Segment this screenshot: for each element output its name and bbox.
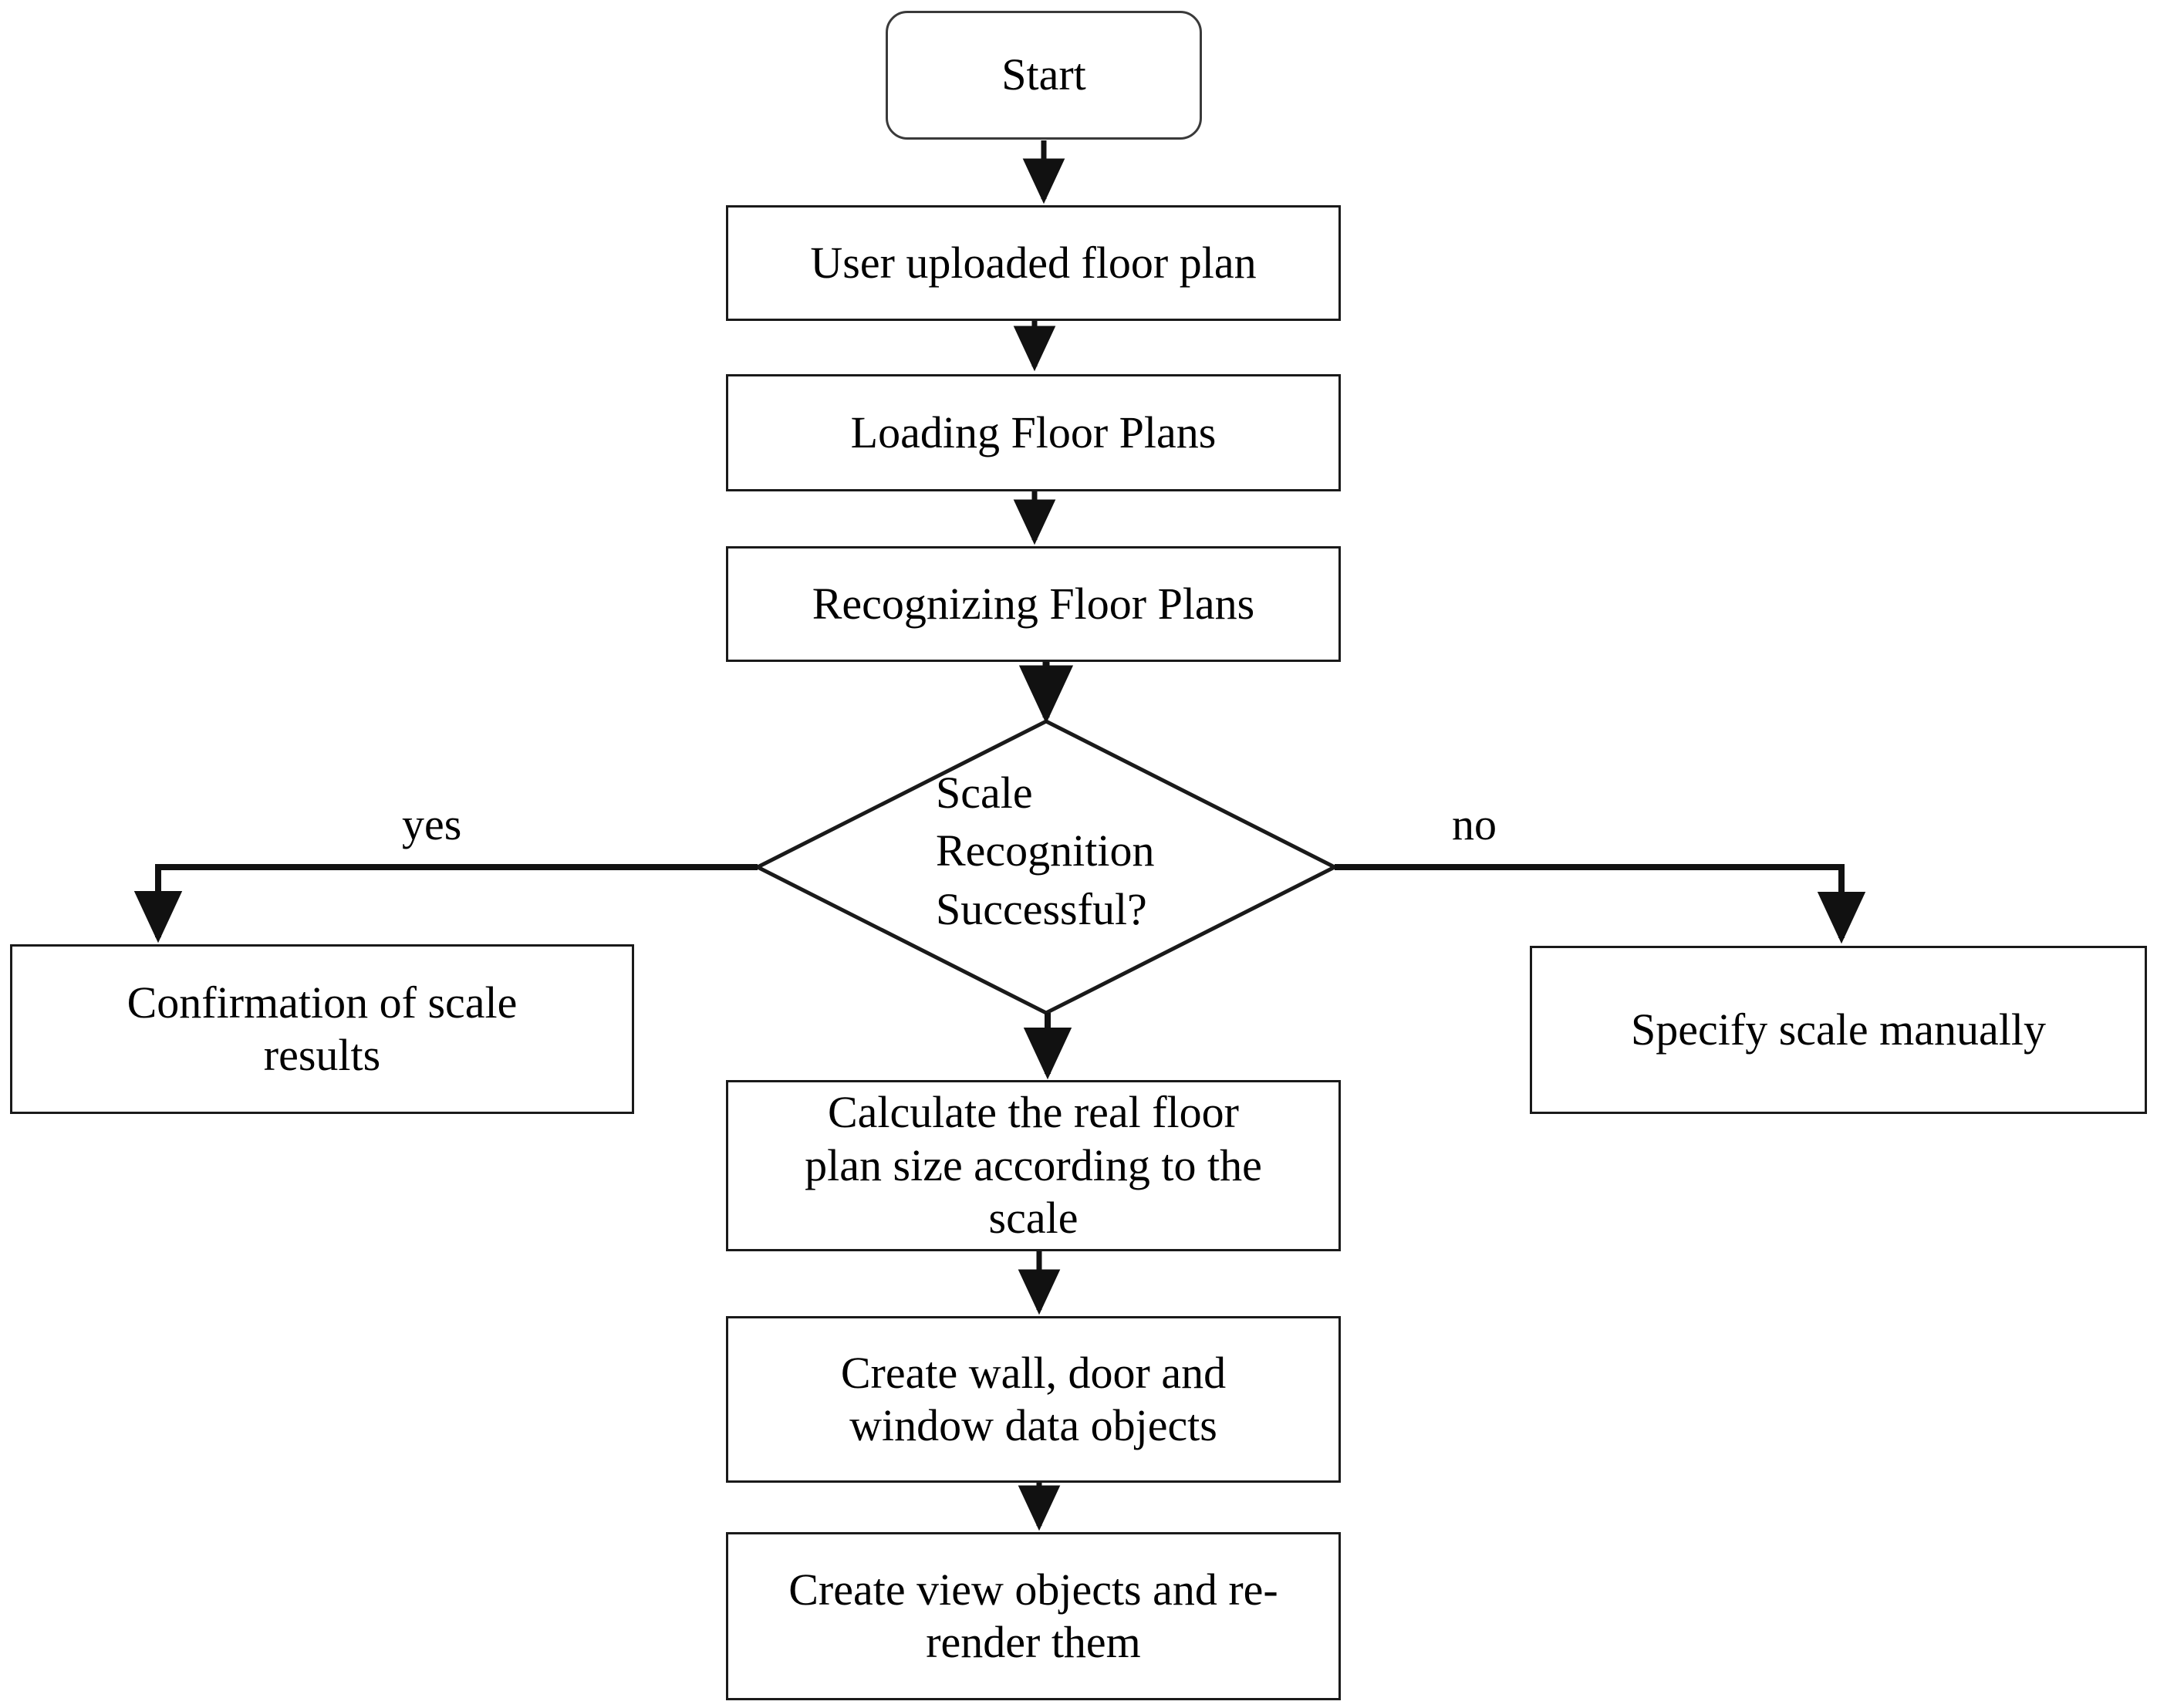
node-recognizing-floor-plans-label: Recognizing Floor Plans	[812, 578, 1255, 629]
node-create-view-objects-rerender[interactable]: Create view objects and re- render them	[726, 1532, 1341, 1700]
node-create-wall-door-window-data-objects-label: Create wall, door and window data object…	[840, 1347, 1227, 1450]
node-create-view-objects-rerender-label: Create view objects and re- render them	[788, 1564, 1278, 1667]
node-specify-scale-manually-label: Specify scale manually	[1631, 1004, 2046, 1055]
node-loading-floor-plans[interactable]: Loading Floor Plans	[726, 374, 1341, 491]
node-confirmation-of-scale-results[interactable]: Confirmation of scale results	[10, 944, 634, 1114]
edge-decision-no-to-manual	[1335, 864, 1866, 944]
node-calculate-real-floor-plan-size[interactable]: Calculate the real floor plan size accor…	[726, 1080, 1341, 1251]
node-start[interactable]: Start	[886, 11, 1202, 140]
node-confirmation-of-scale-results-label: Confirmation of scale results	[127, 977, 518, 1080]
node-recognizing-floor-plans[interactable]: Recognizing Floor Plans	[726, 546, 1341, 662]
node-user-uploaded-floor-plan[interactable]: User uploaded floor plan	[726, 205, 1341, 321]
edge-label-no: no	[1452, 799, 1497, 849]
node-specify-scale-manually[interactable]: Specify scale manually	[1530, 946, 2147, 1114]
node-decision-scale-recognition-label: Scale Recognition Successful?	[936, 768, 1155, 934]
node-start-label: Start	[1001, 49, 1086, 100]
node-loading-floor-plans-label: Loading Floor Plans	[850, 407, 1217, 457]
edge-label-yes: yes	[402, 799, 462, 849]
edge-decision-yes-to-confirmation	[133, 864, 758, 943]
node-user-uploaded-floor-plan-label: User uploaded floor plan	[810, 237, 1257, 288]
node-calculate-real-floor-plan-size-label: Calculate the real floor plan size accor…	[805, 1087, 1262, 1244]
node-create-wall-door-window-data-objects[interactable]: Create wall, door and window data object…	[726, 1316, 1341, 1483]
